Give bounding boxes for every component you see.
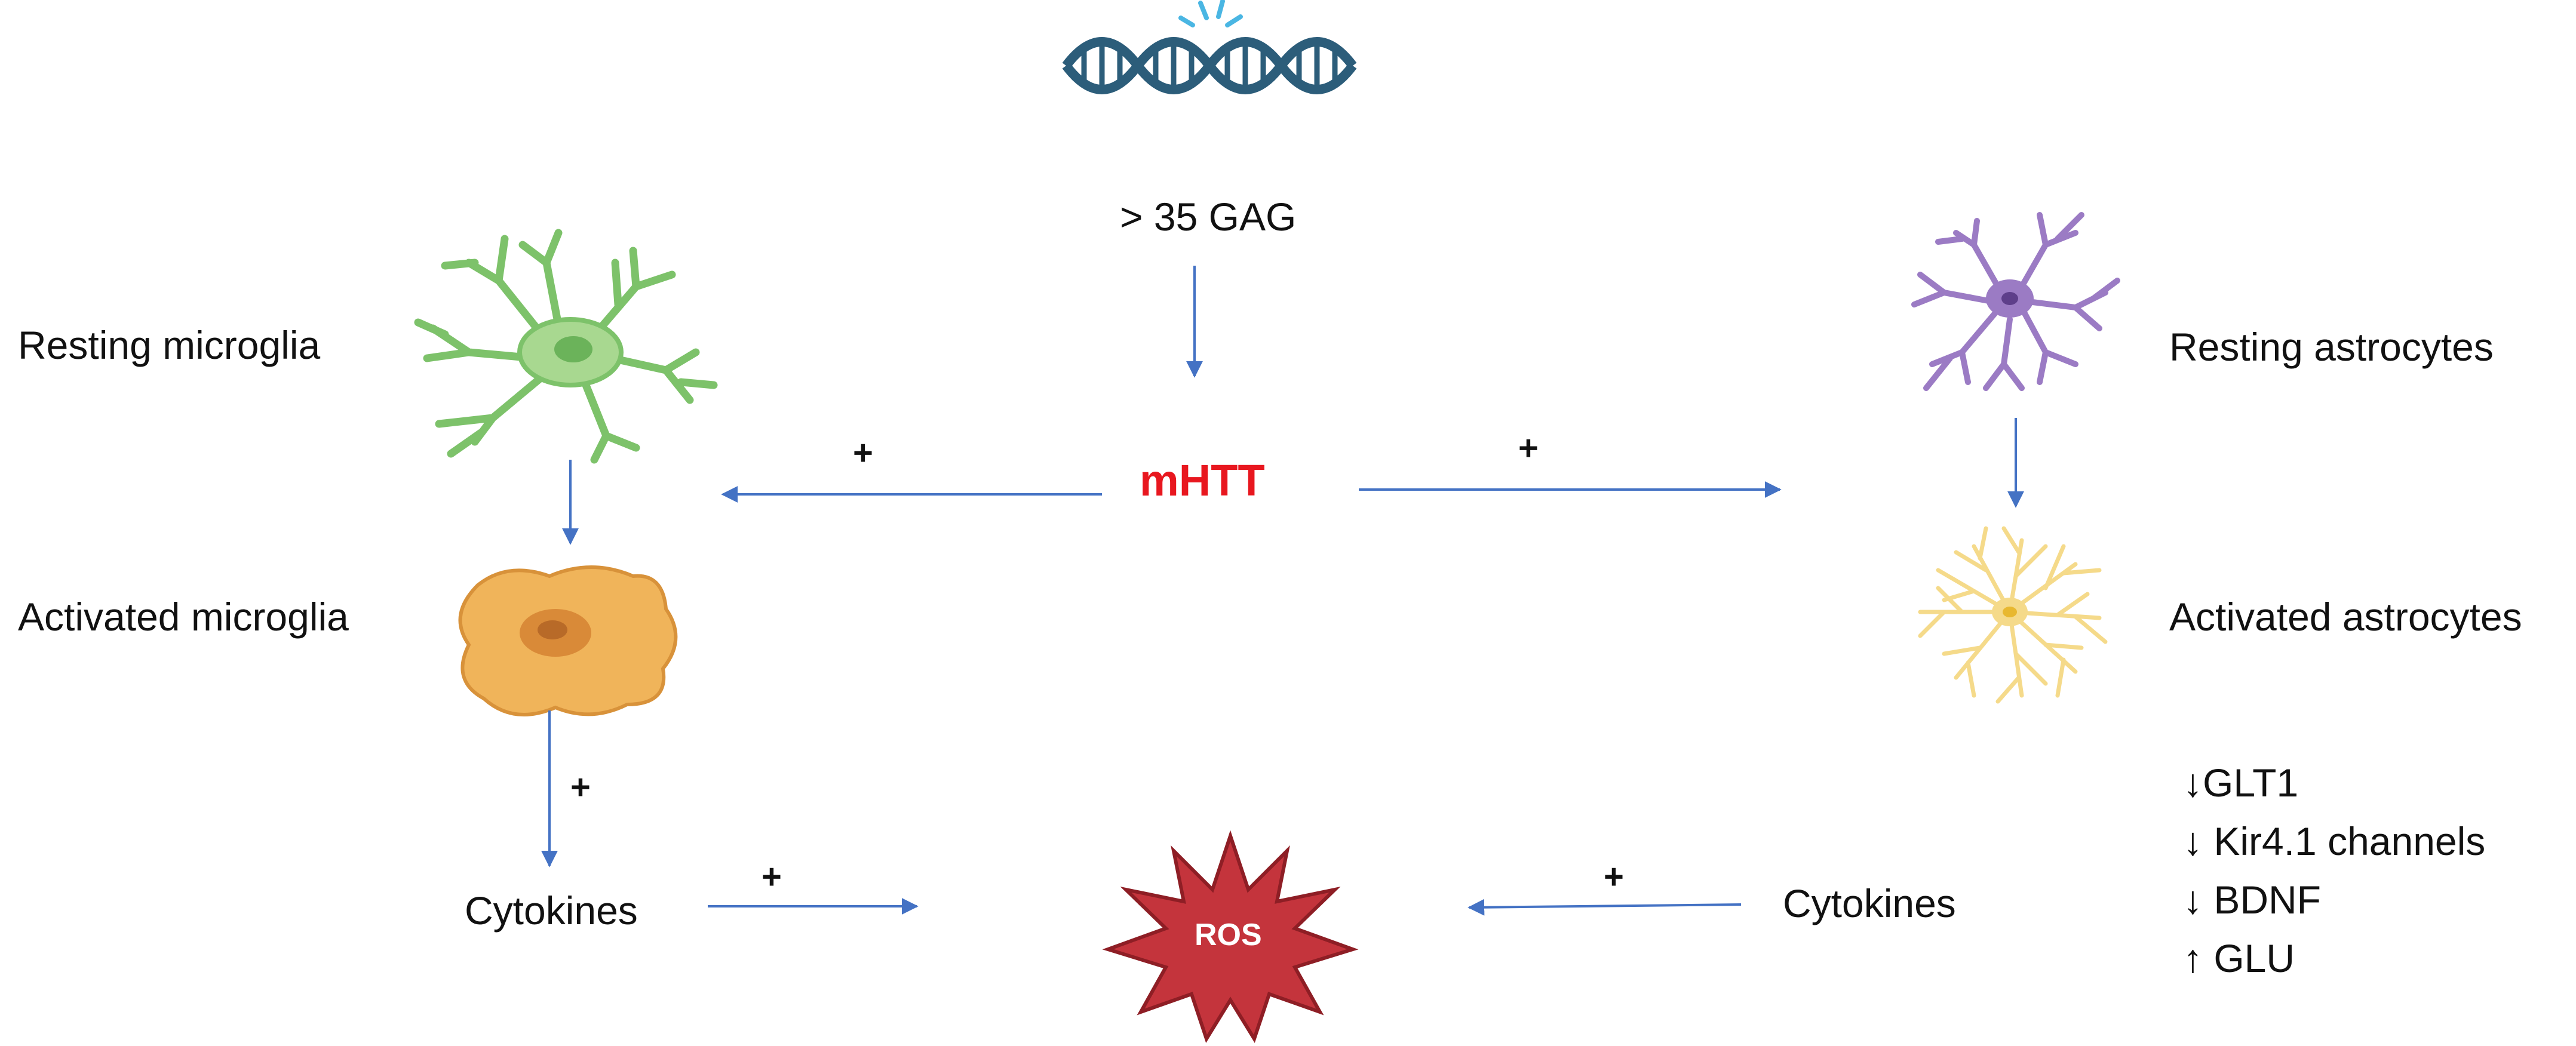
astrocyte-effects-list: ↓GLT1 ↓ Kir4.1 channels ↓ BDNF ↑ GLU: [2183, 753, 2485, 987]
plus-sign: +: [570, 768, 591, 807]
effect-bdnf: ↓ BDNF: [2183, 878, 2321, 922]
plus-sign: +: [853, 433, 873, 472]
effect-kir41: ↓ Kir4.1 channels: [2183, 819, 2486, 863]
activated-microglia-icon: [458, 565, 678, 716]
cytokines-left-label: Cytokines: [465, 888, 638, 933]
resting-astrocytes-label: Resting astrocytes: [2169, 325, 2494, 369]
plus-sign: +: [1604, 857, 1624, 896]
plus-sign: +: [1518, 429, 1539, 467]
activated-astrocytes-label: Activated astrocytes: [2169, 595, 2522, 639]
cytokines-right-label: Cytokines: [1783, 881, 1956, 925]
ros-burst-icon: [1102, 830, 1359, 1044]
ros-label: ROS: [1195, 918, 1262, 952]
arrow-astro-cytokines-to-ros: [1467, 899, 1742, 916]
dna-icon: [1062, 0, 1357, 94]
effect-glu: ↑ GLU: [2183, 936, 2295, 980]
resting-microglia-icon: [414, 229, 718, 464]
repeat-label: > 35 GAG: [1120, 195, 1297, 239]
resting-microglia-label: Resting microglia: [18, 323, 321, 367]
activated-astrocyte-icon: [1918, 526, 2108, 704]
resting-astrocyte-icon: [1911, 212, 2120, 391]
plus-sign: +: [762, 857, 782, 896]
mhtt-label: mHTT: [1140, 456, 1265, 505]
activated-microglia-label: Activated microglia: [18, 595, 349, 639]
effect-glt1: ↓GLT1: [2183, 761, 2299, 805]
